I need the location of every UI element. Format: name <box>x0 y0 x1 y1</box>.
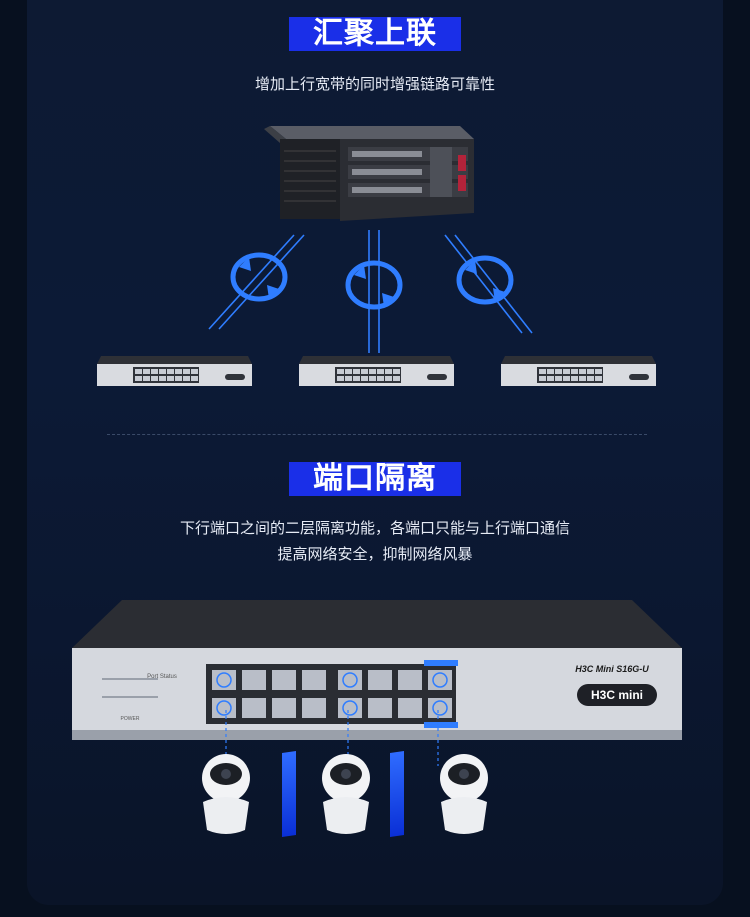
uplink-links-diagram <box>208 230 533 353</box>
access-switch-1 <box>97 356 252 386</box>
power-label: POWER <box>121 716 140 722</box>
section-subtitle-isolation-line1: 下行端口之间的二层隔离功能，各端口只能与上行端口通信 <box>179 519 570 537</box>
section-subtitle-uplink: 增加上行宽带的同时增强链路可靠性 <box>254 75 495 93</box>
access-switch-3 <box>501 356 656 386</box>
section-subtitle-isolation-line2: 提高网络安全，抑制网络风暴 <box>277 545 473 563</box>
access-switch-2 <box>299 356 454 386</box>
switch-brand-logo: H3C mini <box>591 688 643 702</box>
section-title-isolation: 端口隔离 <box>289 462 461 496</box>
h3c-mini-switch-image: H3C mini H3C Mini S16G-U Port Status POW… <box>72 600 682 740</box>
isolation-bar-right <box>390 751 404 837</box>
security-camera-1 <box>202 754 250 834</box>
core-chassis-switch-image <box>264 126 474 221</box>
security-camera-3 <box>440 754 488 834</box>
isolation-bar-left <box>282 751 296 837</box>
switch-model-label: H3C Mini S16G-U <box>575 664 649 674</box>
port-status-label: Port Status <box>147 674 177 680</box>
section-divider <box>107 434 647 435</box>
content-panel: 汇聚上联 增加上行宽带的同时增强链路可靠性 <box>27 0 723 905</box>
section-title-uplink: 汇聚上联 <box>289 17 461 51</box>
security-camera-2 <box>322 754 370 834</box>
